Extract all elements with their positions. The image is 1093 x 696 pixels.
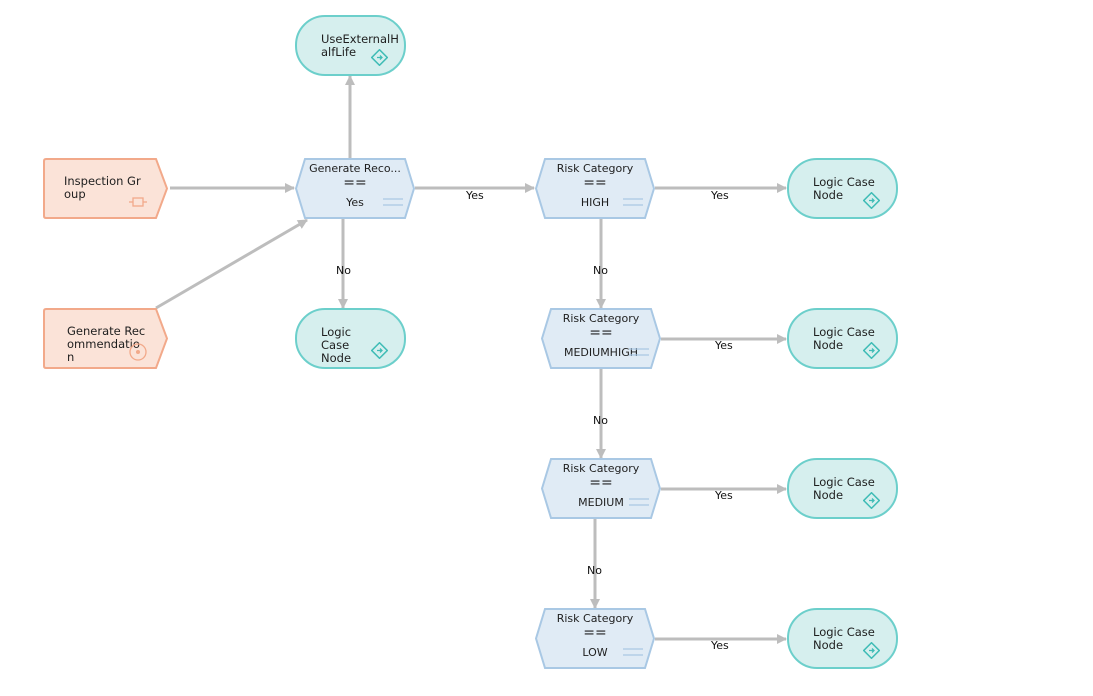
lines-icon	[623, 198, 643, 206]
logic-case-node-medium[interactable]: Logic Case Node	[787, 458, 898, 519]
node-label: UseExternalHalfLife	[321, 32, 399, 59]
decision-field: Risk Category	[556, 162, 634, 175]
group-input-icon	[129, 197, 147, 207]
decision-node-generate-recommendation[interactable]: Generate Reco... == Yes	[294, 158, 416, 219]
input-node-generate-recommendation[interactable]: Generate Recommendation	[42, 308, 170, 369]
logic-case-node-use-external-half-life[interactable]: UseExternalHalfLife	[295, 15, 406, 76]
edge-label-gen-yes: Yes	[465, 189, 484, 202]
node-label: Logic Case Node	[813, 475, 875, 502]
input-node-inspection-group[interactable]: Inspection Group	[42, 158, 170, 219]
lines-icon	[629, 348, 649, 356]
node-label: Logic Case Node	[813, 175, 875, 202]
lines-icon	[623, 648, 643, 656]
node-label: Inspection Group	[64, 174, 141, 201]
edge-label-high-yes: Yes	[710, 189, 729, 202]
logic-case-icon	[371, 49, 388, 66]
logic-case-icon	[863, 192, 880, 209]
lines-icon	[629, 498, 649, 506]
decision-field: Risk Category	[556, 612, 634, 625]
target-input-icon	[129, 343, 147, 361]
edge-label-mediumhigh-no: No	[593, 414, 608, 427]
logic-case-node-generate-no[interactable]: Logic Case Node	[295, 308, 406, 369]
input-node-shape	[43, 158, 169, 219]
decision-node-risk-medium[interactable]: Risk Category == MEDIUM	[540, 458, 662, 519]
logic-case-node-high[interactable]: Logic Case Node	[787, 158, 898, 219]
logic-case-node-low[interactable]: Logic Case Node	[787, 608, 898, 669]
node-label: Logic Case Node	[321, 325, 352, 365]
decision-operator: ==	[343, 175, 367, 191]
decision-value: MEDIUM	[578, 496, 624, 509]
logic-case-node-mediumhigh[interactable]: Logic Case Node	[787, 308, 898, 369]
decision-value: LOW	[582, 646, 608, 659]
edge-label-medium-no: No	[587, 564, 602, 577]
decision-value: HIGH	[580, 196, 610, 209]
decision-node-shape	[540, 308, 662, 369]
logic-case-icon	[371, 342, 388, 359]
lines-icon	[383, 198, 403, 206]
edge-label-high-no: No	[593, 264, 608, 277]
edge-label-mediumhigh-yes: Yes	[714, 339, 733, 352]
logic-case-icon	[863, 492, 880, 509]
decision-field: Risk Category	[562, 312, 640, 325]
decision-field: Risk Category	[562, 462, 640, 475]
node-label: Generate Recommendation	[67, 324, 146, 364]
decision-value: Yes	[346, 196, 364, 209]
decision-node-risk-high[interactable]: Risk Category == HIGH	[534, 158, 656, 219]
node-label: Logic Case Node	[813, 625, 875, 652]
decision-operator: ==	[583, 175, 607, 191]
node-label: Logic Case Node	[813, 325, 875, 352]
logic-case-icon	[863, 642, 880, 659]
decision-operator: ==	[589, 475, 613, 491]
decision-node-risk-low[interactable]: Risk Category == LOW	[534, 608, 656, 669]
decision-node-shape	[540, 458, 662, 519]
decision-node-shape	[534, 608, 656, 669]
decision-field: Generate Reco...	[309, 162, 401, 175]
logic-case-icon	[863, 342, 880, 359]
input-node-shape	[43, 308, 169, 369]
decision-node-risk-mediumhigh[interactable]: Risk Category == MEDIUMHIGH	[540, 308, 662, 369]
decision-value: MEDIUMHIGH	[563, 346, 638, 359]
decision-node-shape	[294, 158, 416, 219]
edge-label-gen-no: No	[336, 264, 351, 277]
edge-label-medium-yes: Yes	[714, 489, 733, 502]
decision-operator: ==	[583, 625, 607, 641]
decision-node-shape	[534, 158, 656, 219]
edge-generate-rec-to-decision[interactable]	[155, 218, 308, 310]
decision-operator: ==	[589, 325, 613, 341]
edge-label-low-yes: Yes	[710, 639, 729, 652]
